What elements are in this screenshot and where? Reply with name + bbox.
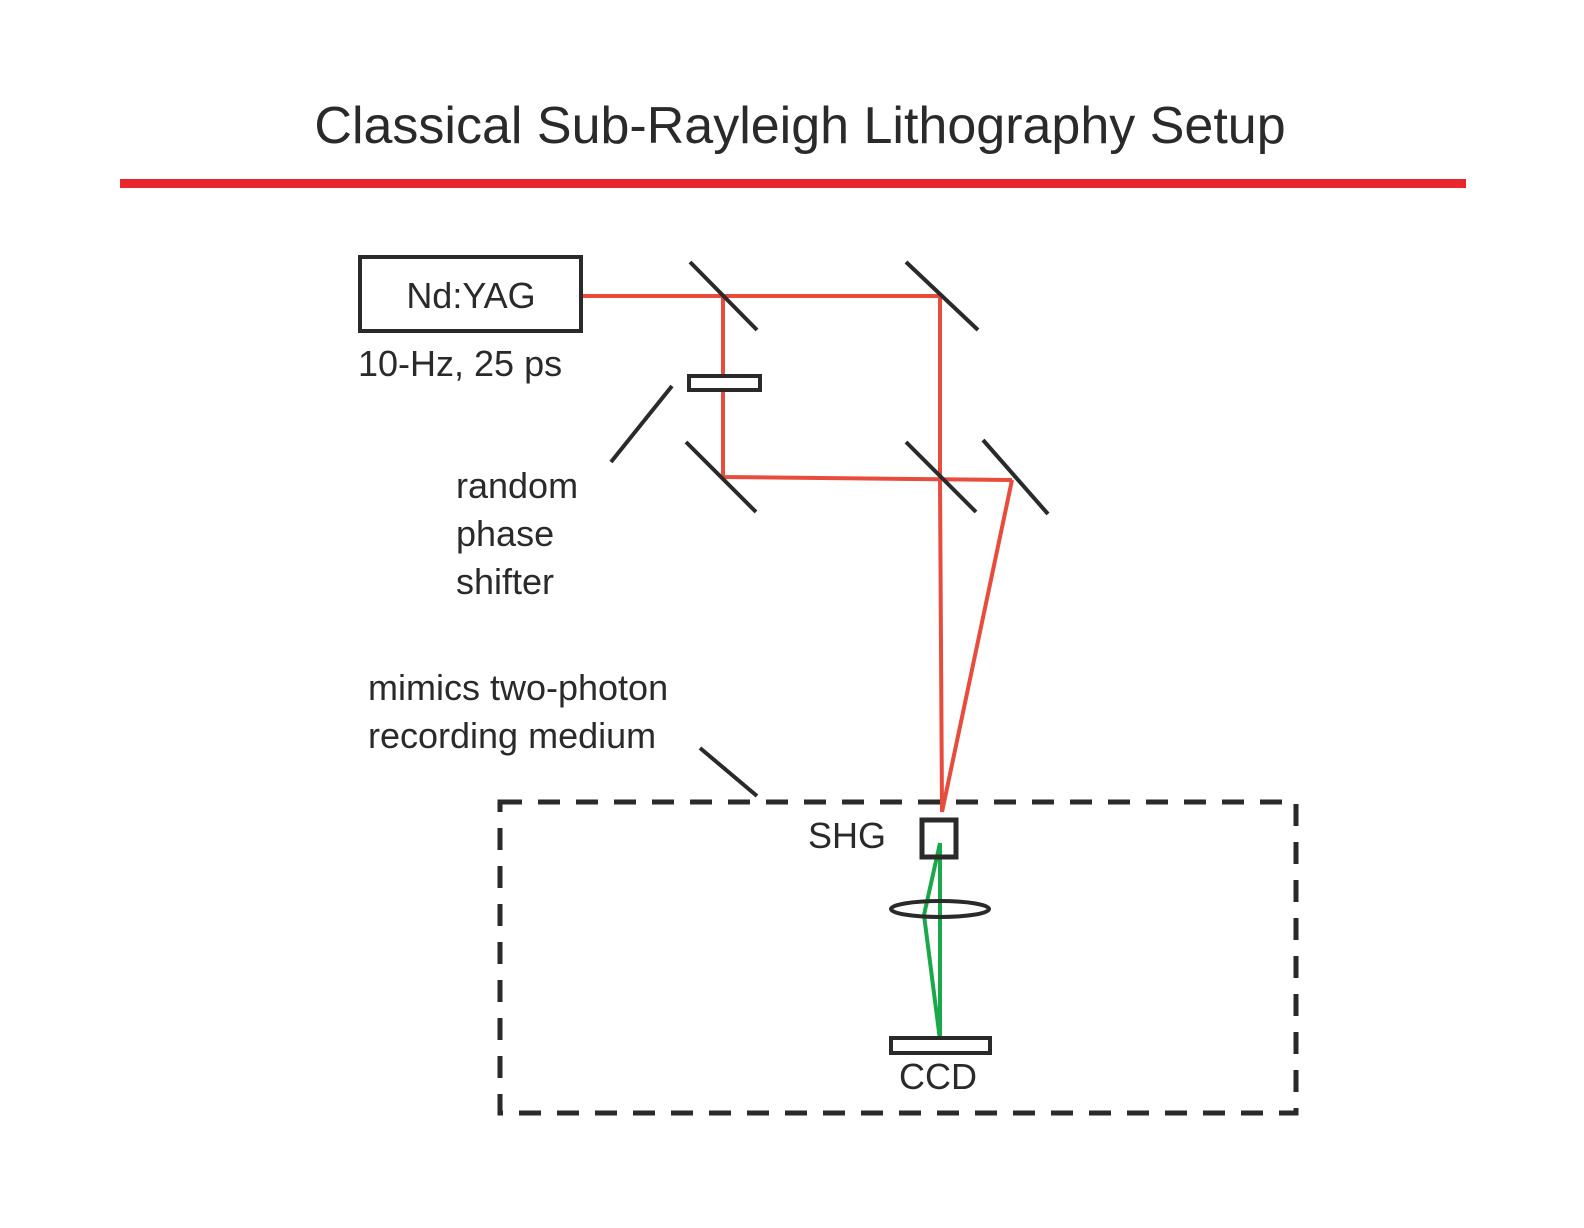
- ccd-detector: [889, 1036, 992, 1055]
- mirror-top-right: [904, 260, 980, 332]
- phase-shifter-pointer: [609, 384, 674, 464]
- medium-pointer: [698, 746, 759, 798]
- phase-shifter-label-3: shifter: [456, 561, 554, 602]
- beam-angled-to-shg: [940, 479, 1014, 813]
- green-beam-paths: [921, 842, 942, 1041]
- laser-box: [358, 255, 583, 333]
- title-rule: [120, 179, 1466, 188]
- mirror-bottom-left: [684, 440, 758, 514]
- page-title: Classical Sub-Rayleigh Lithography Setup: [314, 97, 1285, 155]
- beam-direct-to-shg: [938, 479, 944, 813]
- focusing-lens: [889, 899, 991, 919]
- beam-splitter-2: [904, 440, 978, 514]
- beam-splitter-1: [688, 260, 759, 332]
- shg-label: SHG: [808, 815, 886, 856]
- medium-label-2: recording medium: [368, 715, 656, 756]
- laser-spec: 10-Hz, 25 ps: [358, 343, 562, 384]
- phase-shifter-label-1: random: [456, 465, 578, 506]
- laser-label: Nd:YAG: [406, 275, 535, 316]
- mirror-right: [981, 438, 1050, 516]
- medium-label-1: mimics two-photon: [368, 667, 668, 708]
- shg-crystal: [919, 817, 959, 860]
- green-beam-refracted: [921, 842, 942, 1041]
- ccd-label: CCD: [899, 1056, 977, 1097]
- mirrors: [684, 260, 1050, 516]
- phase-shifter-plate: [687, 374, 762, 392]
- recording-medium-box: [497, 799, 1299, 1116]
- phase-shifter-label-2: phase: [456, 513, 554, 554]
